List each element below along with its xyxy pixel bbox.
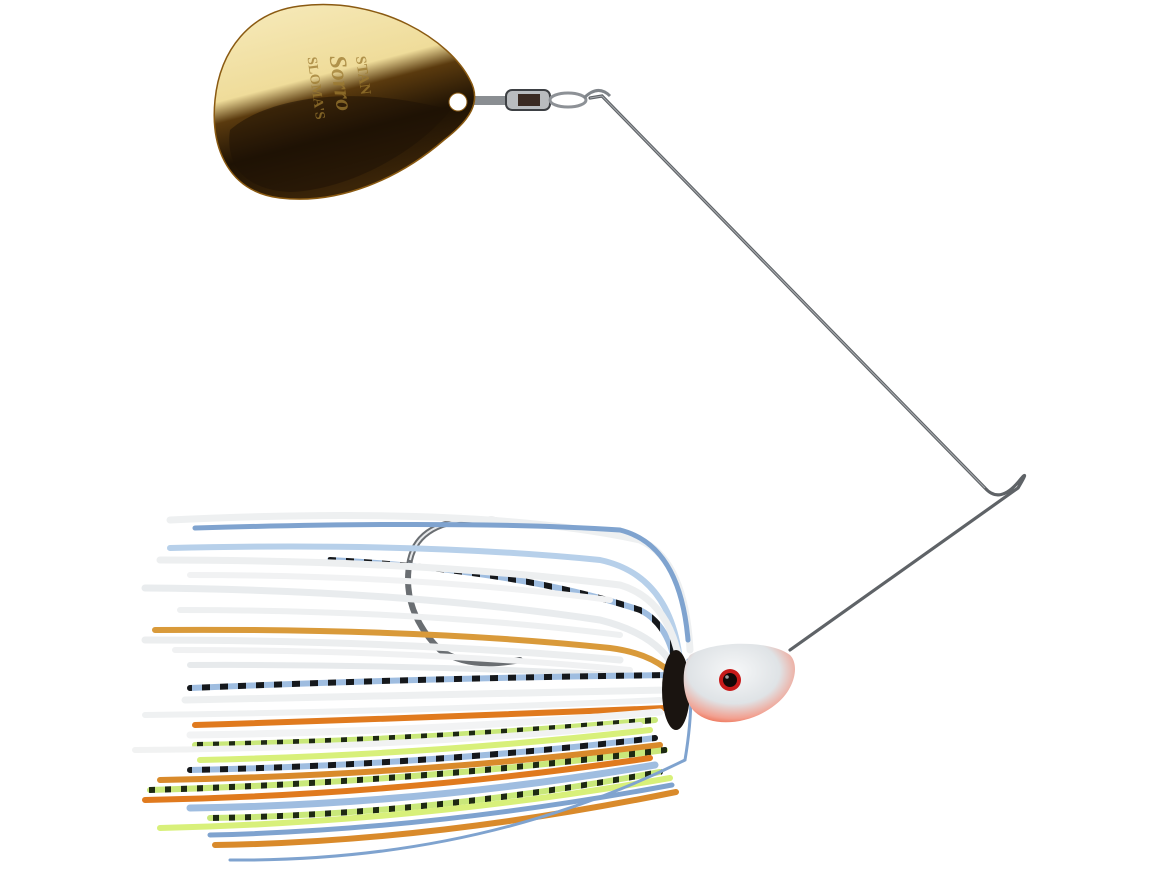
lure-head xyxy=(683,643,795,723)
wire-arm xyxy=(588,94,1027,652)
eye-pupil xyxy=(723,673,737,687)
colorado-blade: STAN Sorro SLOMA'S xyxy=(213,3,476,200)
blade-engraving-stan: STAN xyxy=(352,55,373,96)
swivel xyxy=(466,89,612,111)
silicone-skirt xyxy=(132,512,694,862)
skirt-collar xyxy=(662,650,690,730)
